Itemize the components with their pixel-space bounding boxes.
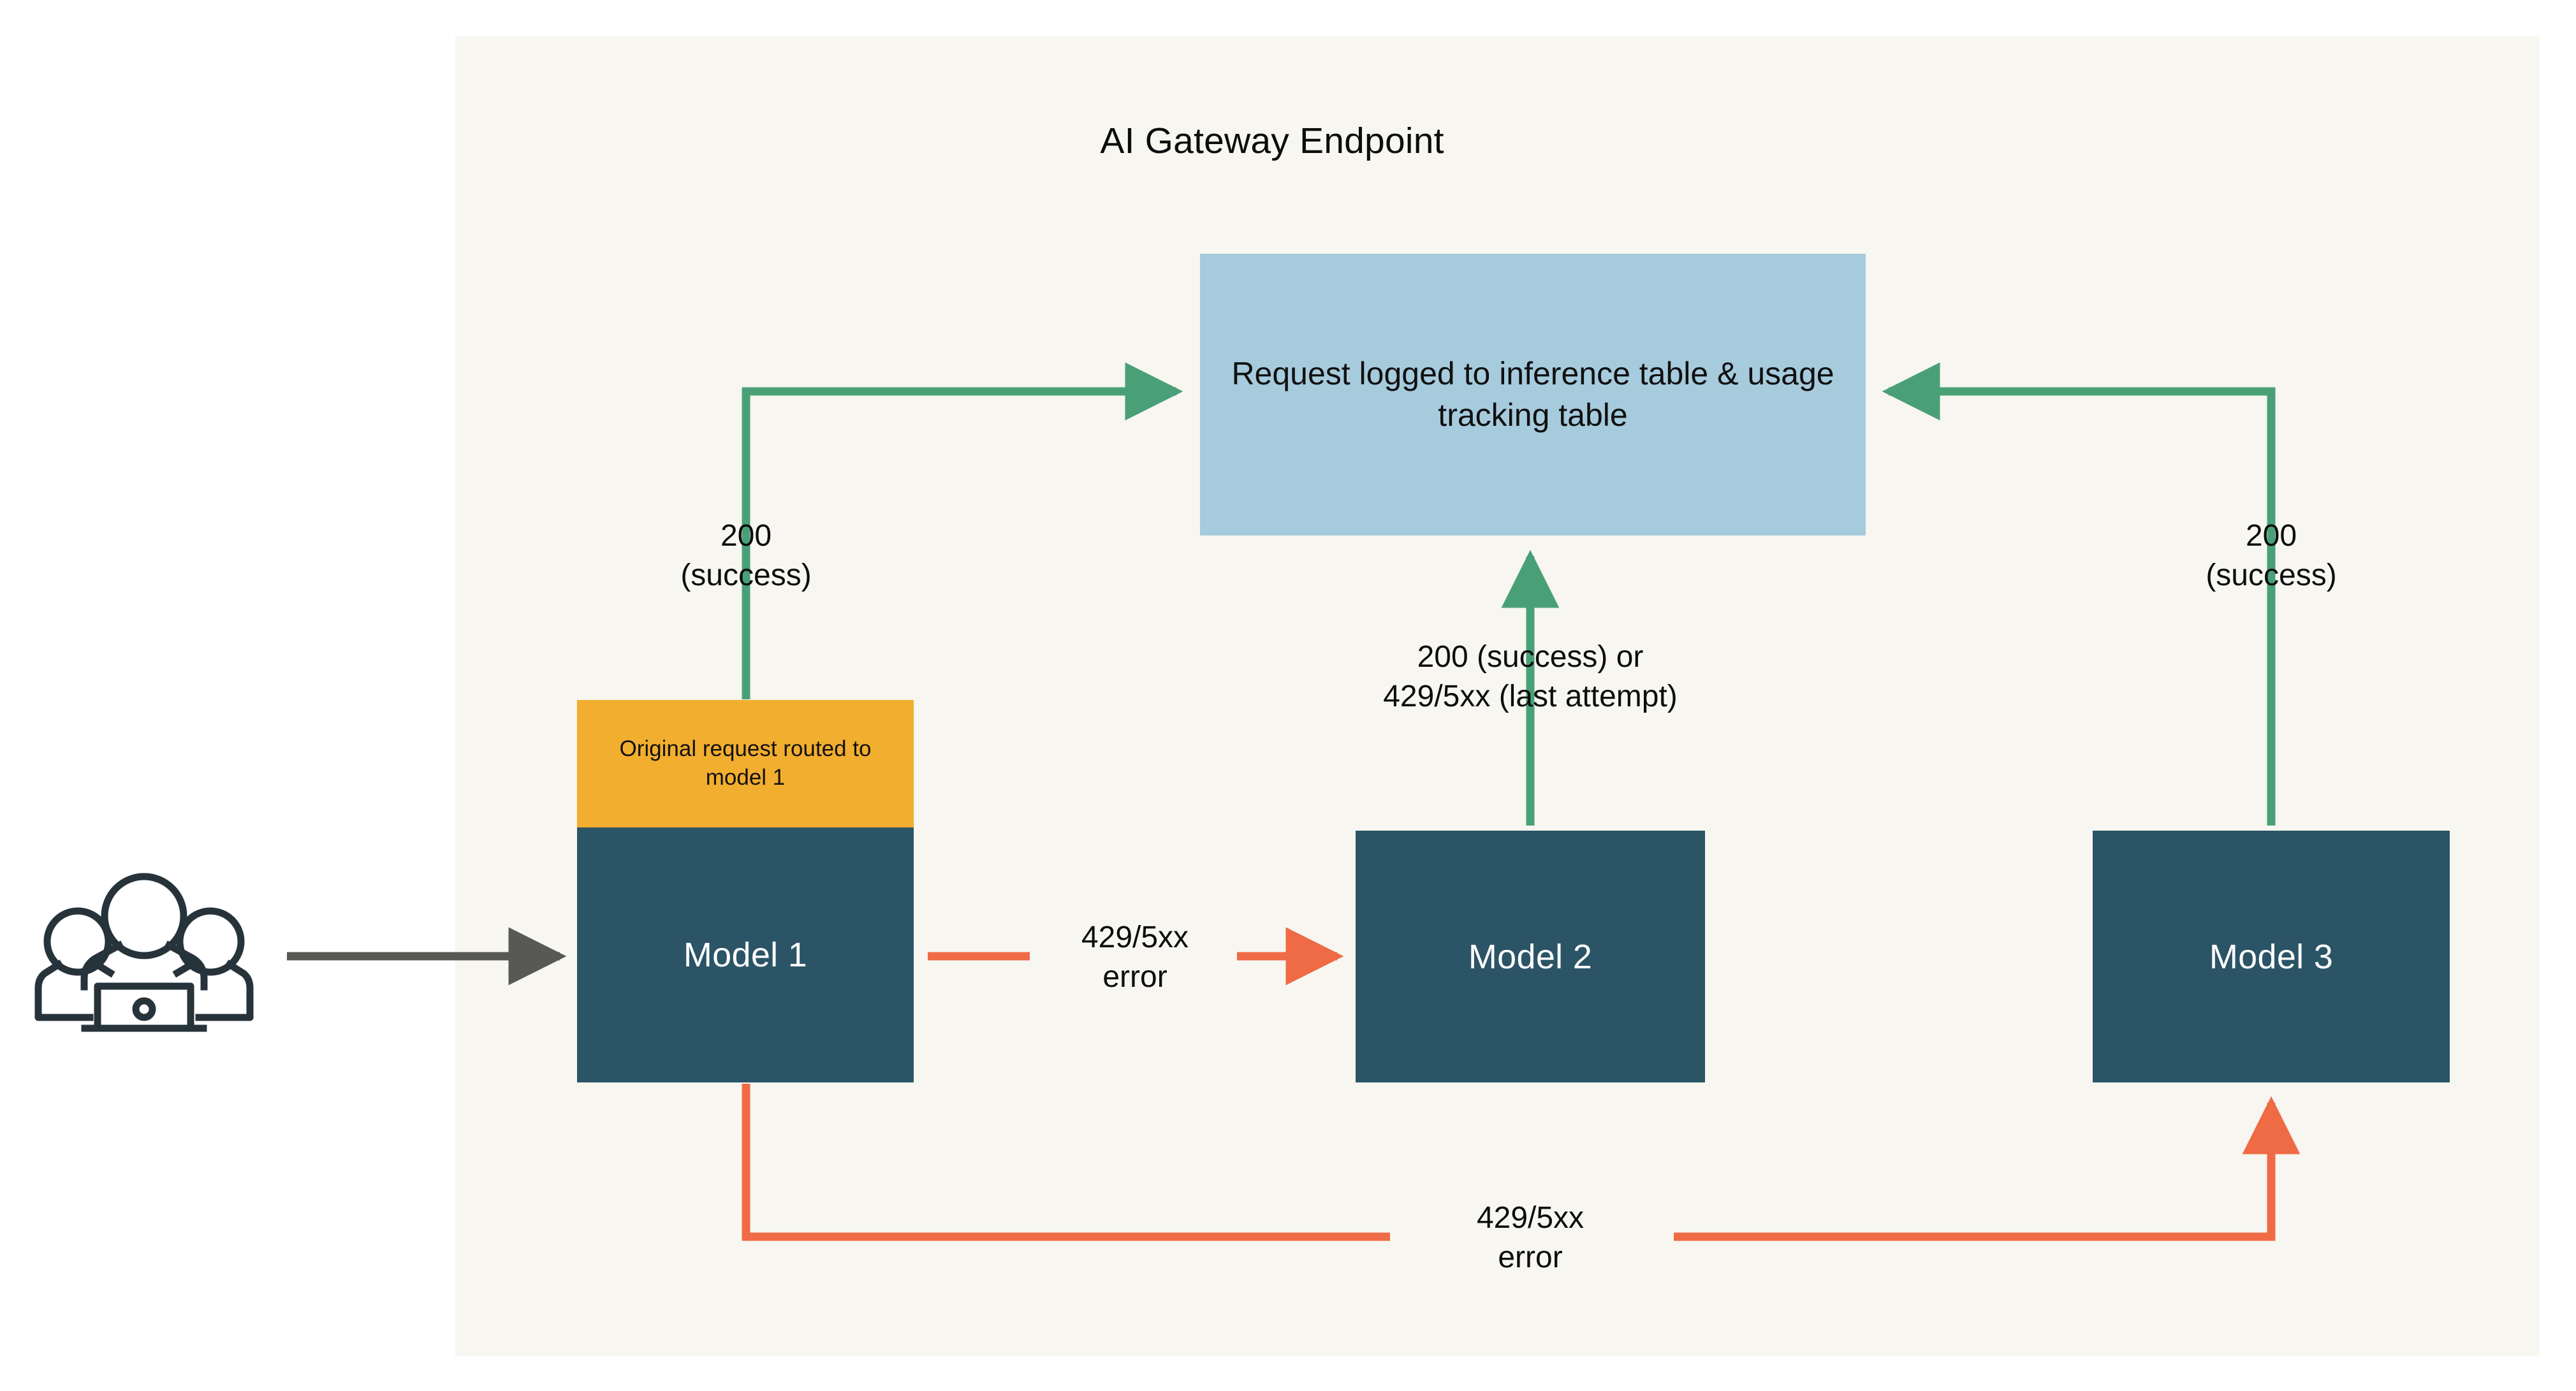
- original-request-label: Original request routed to model 1: [619, 736, 872, 790]
- log-table-box[interactable]: Request logged to inference table & usag…: [1200, 254, 1866, 535]
- edge-label-success-left: 200 (success): [680, 519, 812, 593]
- model-1-box[interactable]: Model 1: [577, 827, 914, 1082]
- edge-label-center-result: 200 (success) or 429/5xx (last attempt): [1383, 640, 1678, 714]
- page-title: AI Gateway Endpoint: [1100, 120, 1444, 161]
- original-request-banner[interactable]: Original request routed to model 1: [577, 700, 914, 827]
- model-1-label: Model 1: [683, 936, 808, 974]
- edge-label-error-model1-model2: 429/5xx error: [1081, 921, 1189, 994]
- edge-label-success-right: 200 (success): [2206, 519, 2337, 593]
- model-2-box[interactable]: Model 2: [1356, 831, 1705, 1082]
- users-laptop-icon: [26, 857, 261, 1036]
- model-3-box[interactable]: Model 3: [2093, 831, 2450, 1082]
- edge-label-error-model1-model3: 429/5xx error: [1476, 1201, 1584, 1275]
- log-table-label: Request logged to inference table & usag…: [1231, 356, 1834, 433]
- model-3-label: Model 3: [2209, 937, 2334, 976]
- model-2-label: Model 2: [1468, 937, 1593, 976]
